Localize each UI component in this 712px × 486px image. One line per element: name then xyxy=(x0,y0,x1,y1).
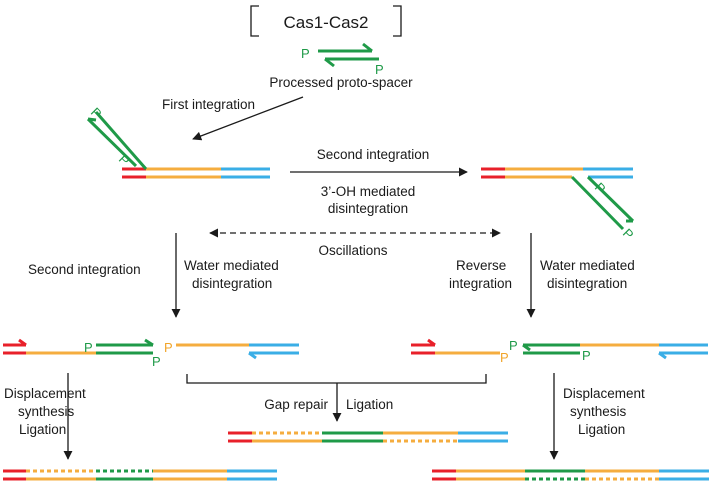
spacer-top-hook xyxy=(362,42,373,53)
phosphate-lm-1: P xyxy=(84,340,93,355)
dna-right-bottom xyxy=(432,469,709,481)
oscillations-label: Oscillations xyxy=(318,243,387,258)
phosphate-rm-3: P xyxy=(582,348,591,363)
disp-right-1: Displacement xyxy=(563,386,645,401)
red-hook xyxy=(427,338,436,347)
dna-left-top: P P xyxy=(86,105,270,179)
water-left-label-1: Water mediated xyxy=(184,258,279,273)
water-right-label-1: Water mediated xyxy=(540,258,635,273)
ligation-center-label: Ligation xyxy=(346,397,393,412)
gap-repair-label: Gap repair xyxy=(264,397,328,412)
disp-left-1: Displacement xyxy=(4,386,86,401)
cas-complex: Cas1-Cas2 xyxy=(250,5,402,37)
water-right-label-2: disintegration xyxy=(547,276,627,291)
green-hook xyxy=(522,343,531,352)
red-hook xyxy=(18,338,27,347)
spacer-strand-2 xyxy=(586,175,635,223)
green-hook xyxy=(144,338,154,347)
complex-label: Cas1-Cas2 xyxy=(283,13,368,32)
blue-hook xyxy=(658,351,667,360)
dna-left-middle: P P P xyxy=(3,338,299,369)
disp-left-2: synthesis xyxy=(18,404,75,419)
phosphate-lm-2: P xyxy=(152,354,161,369)
blue-hook xyxy=(248,351,257,360)
oh-label-2: disintegration xyxy=(328,201,408,216)
right-bracket xyxy=(393,5,402,37)
processed-label: Processed proto-spacer xyxy=(269,75,413,90)
disp-right-3: Ligation xyxy=(578,422,625,437)
water-left-label-2: disintegration xyxy=(192,276,272,291)
dna-left-bottom xyxy=(3,469,277,481)
proto-spacer: P P Processed proto-spacer xyxy=(269,42,413,90)
spacer-bottom-hook xyxy=(324,57,335,68)
phosphate-lm-3: P xyxy=(164,340,173,355)
first-integration-arrow xyxy=(192,96,304,141)
phosphate-lt-2: P xyxy=(116,152,133,169)
second-integration-left-label: Second integration xyxy=(28,262,141,277)
phosphate-left: P xyxy=(301,46,310,61)
left-bracket xyxy=(250,5,259,37)
disp-right-2: synthesis xyxy=(570,404,627,419)
disp-left-3: Ligation xyxy=(19,422,66,437)
spacer-strand-1 xyxy=(570,175,625,231)
dna-right-middle: P P P xyxy=(411,338,708,365)
first-integration-label: First integration xyxy=(162,97,255,112)
phosphate-rm-2: P xyxy=(509,338,518,353)
second-integration-top-label: Second integration xyxy=(317,147,430,162)
phosphate-right: P xyxy=(375,62,384,77)
spacer-strand-1 xyxy=(94,111,148,170)
dna-right-top: P P xyxy=(481,167,637,242)
phosphate-rm-1: P xyxy=(500,350,509,365)
dna-center-bottom xyxy=(228,431,508,443)
oh-label-1: 3’-OH mediated xyxy=(321,184,416,199)
merge-bracket xyxy=(186,374,487,384)
spacer-hook-left xyxy=(87,117,97,122)
spacer-strand-2 xyxy=(86,117,138,168)
reverse-label-2: integration xyxy=(449,276,512,291)
reverse-label-1: Reverse xyxy=(456,258,506,273)
